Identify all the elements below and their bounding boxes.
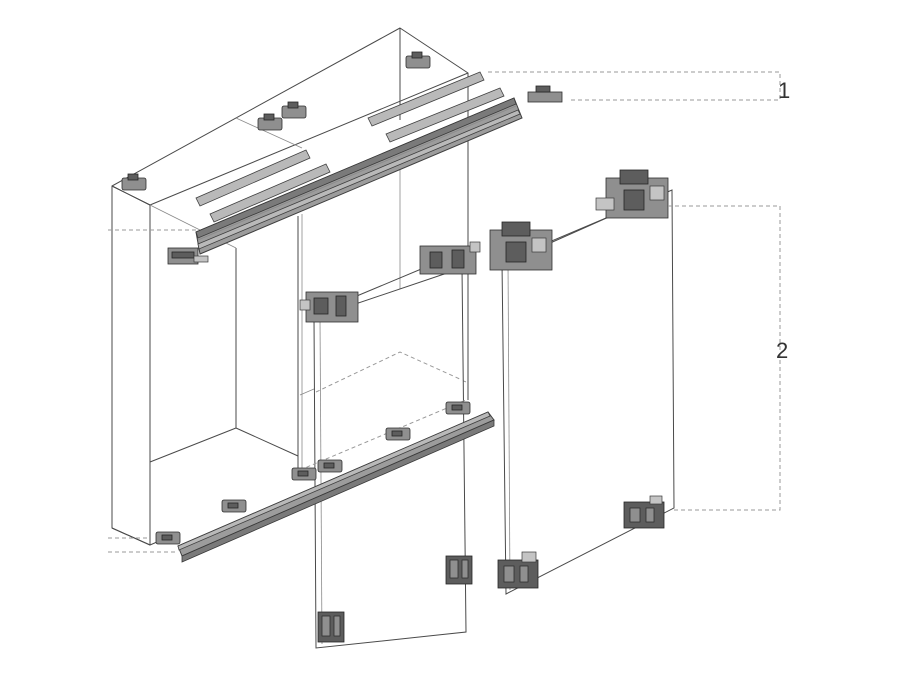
floor-guide-fittings: [155, 401, 471, 545]
top-pivot-fittings: [121, 51, 431, 191]
front-door-panel: [489, 169, 675, 595]
callout-label-1: 1: [778, 78, 790, 103]
rear-door-panel: [299, 241, 481, 649]
callout-label-2: 2: [776, 338, 788, 363]
top-rail-assembly: [167, 71, 563, 265]
leader-lines: [108, 71, 781, 553]
bottom-guide-rail: [177, 411, 495, 563]
